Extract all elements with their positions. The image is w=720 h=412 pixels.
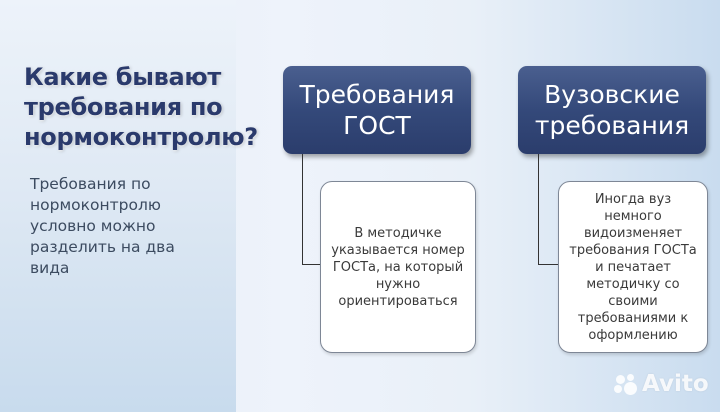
category-header-university: Вузовские требования [518, 66, 706, 154]
category-detail-text: Иногда вуз немного видоизменяет требован… [569, 191, 697, 343]
avito-watermark: Avito [614, 371, 709, 397]
slide-title: Какие бывают требования по нормоконтролю… [24, 63, 258, 151]
category-header-label: Вузовские требования [534, 80, 690, 140]
category-header-label: Требования ГОСТ [299, 80, 455, 140]
category-header-gost: Требования ГОСТ [283, 66, 471, 154]
watermark-text: Avito [642, 371, 709, 397]
connector-line [302, 154, 321, 265]
category-detail-text: В методичке указывается номер ГОСТа, на … [331, 225, 465, 309]
avito-dots-icon [614, 373, 640, 395]
category-detail-university: Иногда вуз немного видоизменяет требован… [558, 181, 708, 353]
left-panel [0, 0, 236, 412]
connector-line [538, 154, 559, 265]
category-detail-gost: В методичке указывается номер ГОСТа, на … [320, 181, 476, 353]
slide-subtitle: Требования по нормоконтролю условно можн… [30, 175, 175, 277]
